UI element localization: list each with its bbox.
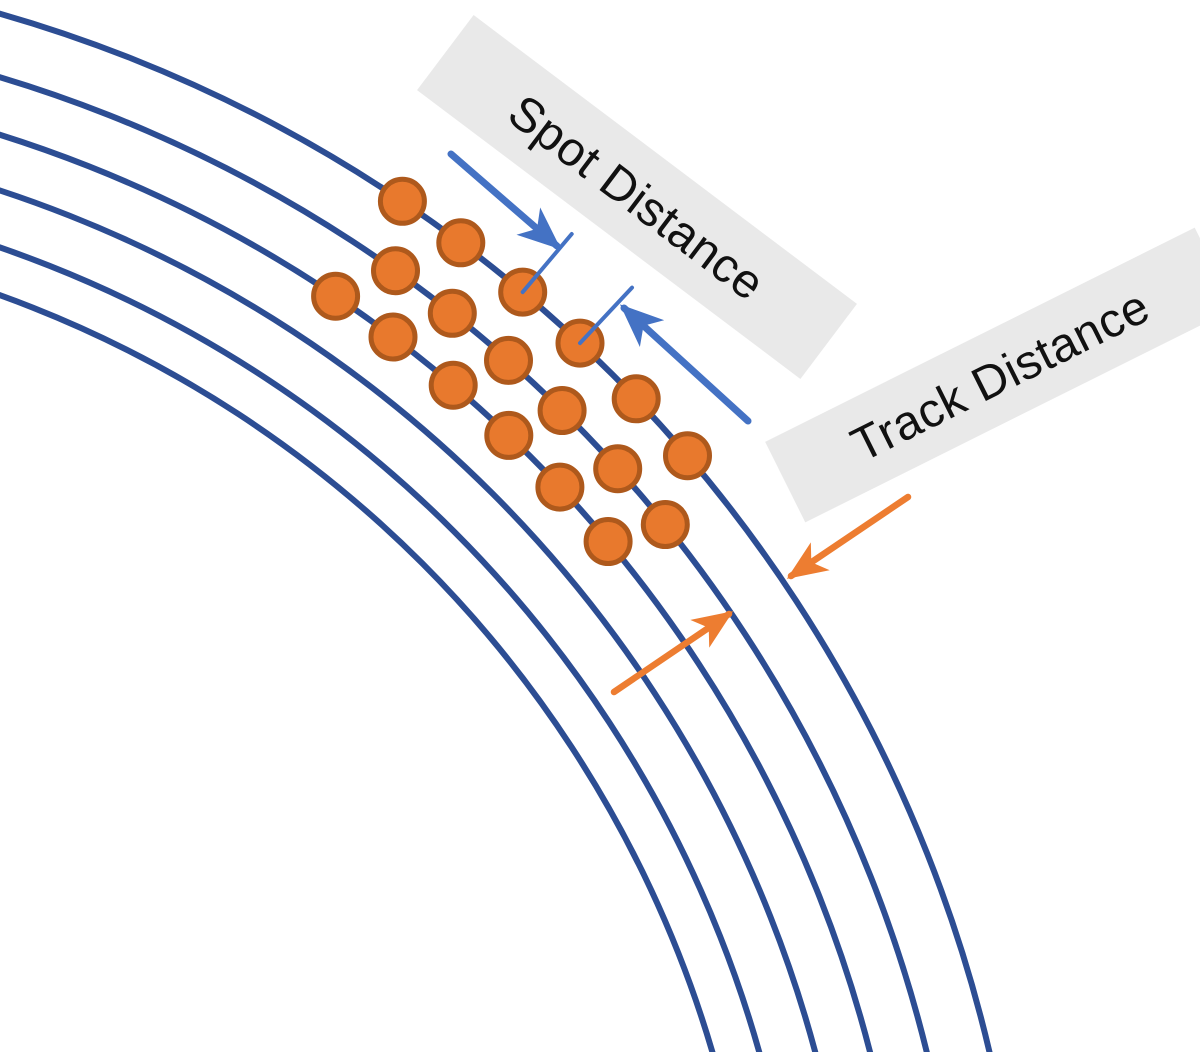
spot-dot: [640, 500, 690, 549]
track-distance-label: Track Distance: [765, 227, 1200, 523]
track-distance-label-bg: [765, 227, 1200, 523]
track-distance-label-text: Track Distance: [843, 280, 1158, 473]
spot-dot: [311, 271, 361, 321]
track-distance-arrows: [610, 493, 912, 696]
spot-distance-arrow: [619, 304, 752, 425]
spot-dot: [583, 517, 633, 566]
spot-dot: [436, 218, 486, 268]
spot-dot: [377, 176, 427, 226]
spot-dot: [663, 431, 712, 481]
spot-dot: [484, 335, 533, 385]
spot-dot: [593, 444, 643, 494]
spot-distance-arrow: [447, 150, 562, 250]
spot-distance-tick: [578, 285, 634, 346]
track-arc: [0, 244, 763, 1052]
spot-dot: [611, 374, 661, 424]
spot-distance-arrows: [447, 150, 752, 425]
spot-distance-tick-lines: [520, 232, 634, 346]
spot-dot: [428, 360, 478, 410]
spot-dot: [368, 312, 418, 362]
spot-dot: [371, 246, 420, 296]
track-distance-arrow: [610, 610, 734, 696]
spot-dot: [427, 288, 477, 338]
spot-dots: [311, 176, 712, 566]
spot-distance-label-bg: [417, 15, 857, 379]
spot-dot: [537, 386, 587, 435]
spot-dot: [535, 462, 585, 512]
spot-distance-annotation: Spot Distance: [417, 15, 857, 425]
track-distance-arrow: [786, 493, 912, 580]
spot-dot: [484, 410, 534, 460]
spot-distance-tick: [520, 232, 574, 295]
